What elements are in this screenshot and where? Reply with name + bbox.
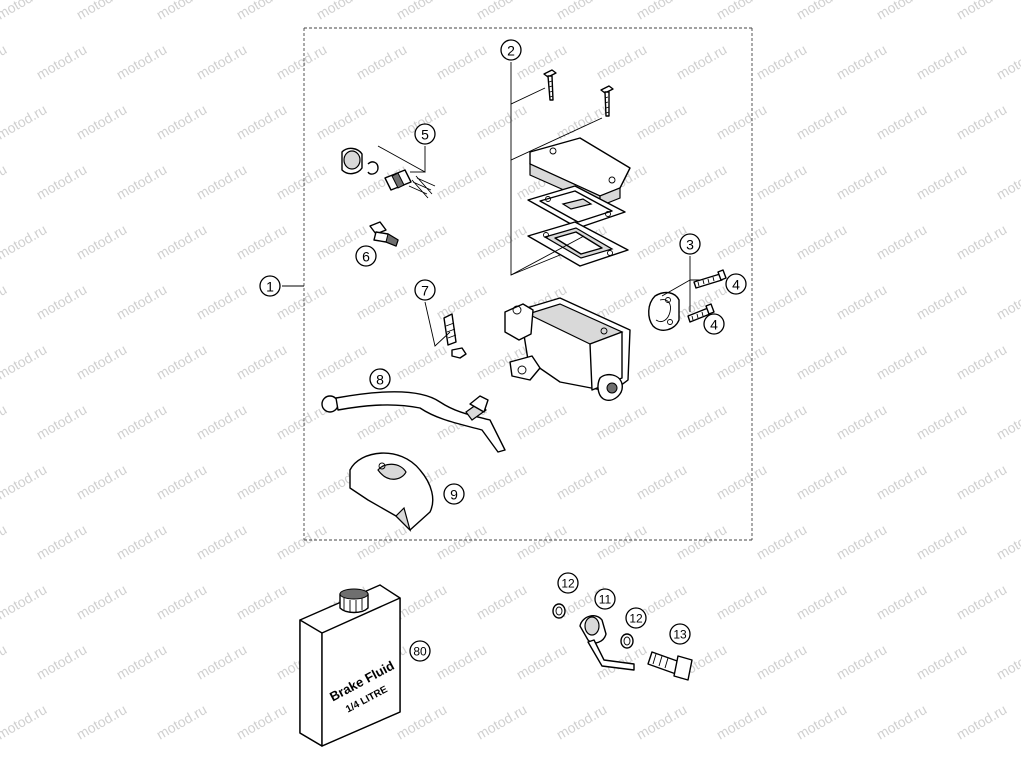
callout-label: 12 bbox=[629, 612, 643, 626]
callout-c3: 3 bbox=[679, 233, 701, 255]
callout-label: 5 bbox=[421, 127, 429, 143]
callout-c12b: 12 bbox=[625, 607, 647, 629]
callout-label: 6 bbox=[362, 249, 370, 265]
callout-label: 8 bbox=[376, 372, 384, 388]
reservoir-cover-group bbox=[510, 62, 631, 276]
handlebar-clamp bbox=[648, 291, 680, 331]
callout-label: 7 bbox=[421, 283, 429, 299]
callout-label: 11 bbox=[599, 593, 612, 607]
callout-label: 3 bbox=[686, 237, 694, 253]
callout-c1: 1 bbox=[259, 275, 281, 297]
piston-kit bbox=[341, 147, 436, 199]
assembly-frame bbox=[303, 27, 753, 541]
copper-washer bbox=[552, 603, 566, 619]
lever-cover bbox=[349, 452, 434, 533]
callout-c5: 5 bbox=[414, 123, 436, 145]
callout-label: 1 bbox=[266, 279, 274, 295]
callout-label: 80 bbox=[413, 645, 427, 659]
callout-c7: 7 bbox=[414, 279, 436, 301]
callout-c4b: 4 bbox=[703, 313, 725, 335]
callout-c4a: 4 bbox=[725, 273, 747, 295]
cover-screw bbox=[543, 69, 557, 101]
callout-label: 2 bbox=[507, 43, 515, 59]
callout-label: 4 bbox=[710, 317, 718, 333]
callout-c2: 2 bbox=[500, 39, 522, 61]
banjo-fitting bbox=[579, 615, 635, 671]
callout-c11: 11 bbox=[594, 588, 616, 610]
callout-c9: 9 bbox=[443, 483, 465, 505]
cover-screw bbox=[600, 85, 614, 117]
callout-c13: 13 bbox=[669, 623, 691, 645]
callout-label: 12 bbox=[561, 577, 575, 591]
callout-label: 9 bbox=[450, 487, 458, 503]
clamp-bolt bbox=[693, 269, 727, 289]
callout-label: 4 bbox=[732, 277, 740, 293]
reservoir-diaphragm bbox=[527, 185, 626, 229]
copper-washer bbox=[620, 633, 634, 649]
callout-c6: 6 bbox=[355, 245, 377, 267]
callout-c12a: 12 bbox=[557, 572, 579, 594]
callout-label: 13 bbox=[673, 628, 687, 642]
reservoir-gasket bbox=[527, 221, 629, 267]
callout-c8: 8 bbox=[369, 368, 391, 390]
brake-fluid-bottle: Brake Fluid 1/4 LITRE bbox=[299, 584, 401, 747]
master-cylinder-body bbox=[504, 297, 631, 401]
banjo-bolt bbox=[647, 651, 693, 681]
clamp-bolt bbox=[687, 303, 715, 323]
pivot-bolt bbox=[443, 313, 467, 359]
callout-c80: 80 bbox=[409, 640, 431, 662]
brake-lever bbox=[321, 391, 506, 453]
bleeder-valve bbox=[369, 221, 399, 247]
